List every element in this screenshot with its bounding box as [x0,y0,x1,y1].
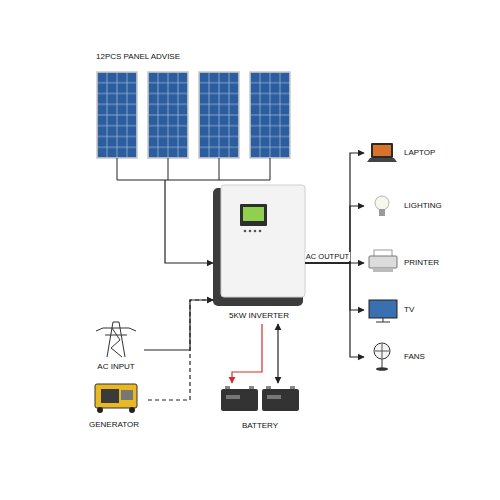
panel-wiring [270,158,271,180]
printer-icon [373,268,393,272]
connector [305,263,364,357]
connector-label: AC OUTPUT [305,252,350,261]
battery-icon [221,386,299,411]
inverter-unit [244,230,247,233]
load-device: FANS [364,344,444,370]
power-pylon-icon [129,328,136,331]
solar-panel [148,72,188,158]
battery-bank: BATTERY [215,383,305,433]
node-label: BATTERY [242,421,278,431]
node-label: 12PCS PANEL ADVISE [96,52,180,62]
battery-icon [267,395,281,399]
fan-icon [376,367,388,371]
inverter-unit [221,185,305,297]
tv-icon [369,300,397,322]
inverter: 5KW INVERTER [213,185,305,324]
solar-panel [97,72,290,158]
solar-panel [250,72,290,158]
inverter-unit [213,185,305,306]
connector [277,324,278,383]
load-device: TV [364,297,444,323]
tv-icon [376,322,390,323]
node-label: TV [404,305,414,315]
power-pylon-icon [111,328,122,357]
inverter-unit [243,207,264,221]
connector [305,263,364,310]
panel-wiring [117,158,270,180]
node-label: PRINTER [404,258,439,268]
generator-icon [101,389,119,403]
tv-icon [369,300,397,318]
generator-icon [95,384,137,413]
panel-wiring [117,180,270,181]
load-device: PRINTER [364,250,445,276]
laptop-icon [373,145,391,156]
generator-icon [97,407,103,413]
node-label: GENERATOR [89,420,139,430]
solar-panel [97,72,137,158]
printer-icon [369,250,397,272]
battery-icon [221,389,258,411]
panel-wiring [117,158,118,180]
fan-icon [382,359,383,368]
power-pylon-icon [96,322,136,357]
fan-icon [375,351,389,352]
battery-icon [226,395,240,399]
battery-icon [266,386,271,389]
power-pylon-icon [103,328,129,329]
fan-icon [374,343,390,371]
inverter-unit [240,204,267,226]
load-device: LAPTOP [364,140,444,166]
panel-wiring [168,158,169,180]
inverter-unit [259,230,262,233]
light-bulb-icon [379,209,385,216]
light-bulb-icon [375,196,389,210]
laptop-icon [367,143,397,162]
connector [144,300,213,350]
power-pylon-icon [96,328,103,331]
generator-icon [129,407,135,413]
node-label: LIGHTING [404,201,442,211]
solar-panel [199,72,239,158]
connector [305,206,364,263]
connector [148,300,213,400]
solar-panel-array: 12PCS PANEL ADVISE [92,50,292,180]
battery-icon [262,389,299,411]
inverter-unit [249,230,252,233]
connector [232,324,262,383]
node-label: 5KW INVERTER [229,311,289,321]
battery-icon [225,386,230,389]
node-label: LAPTOP [404,148,435,158]
battery-icon [290,386,295,389]
connector [165,180,213,263]
generator: GENERATOR [80,378,148,432]
inverter-unit [254,230,257,233]
power-pylon-icon [107,322,125,357]
battery-icon [249,386,254,389]
node-label: FANS [404,352,425,362]
load-device: LIGHTING [364,193,447,219]
generator-icon [95,384,137,408]
laptop-icon [371,143,393,158]
ac-input: AC INPUT [88,318,144,374]
fan-icon [374,343,390,359]
printer-icon [369,256,397,268]
node-label: AC INPUT [97,362,134,372]
panel-wiring [219,158,220,180]
tv-icon [383,318,384,322]
light-bulb-icon [375,196,389,216]
generator-icon [121,390,133,400]
laptop-icon [367,158,397,162]
connector [305,153,364,263]
